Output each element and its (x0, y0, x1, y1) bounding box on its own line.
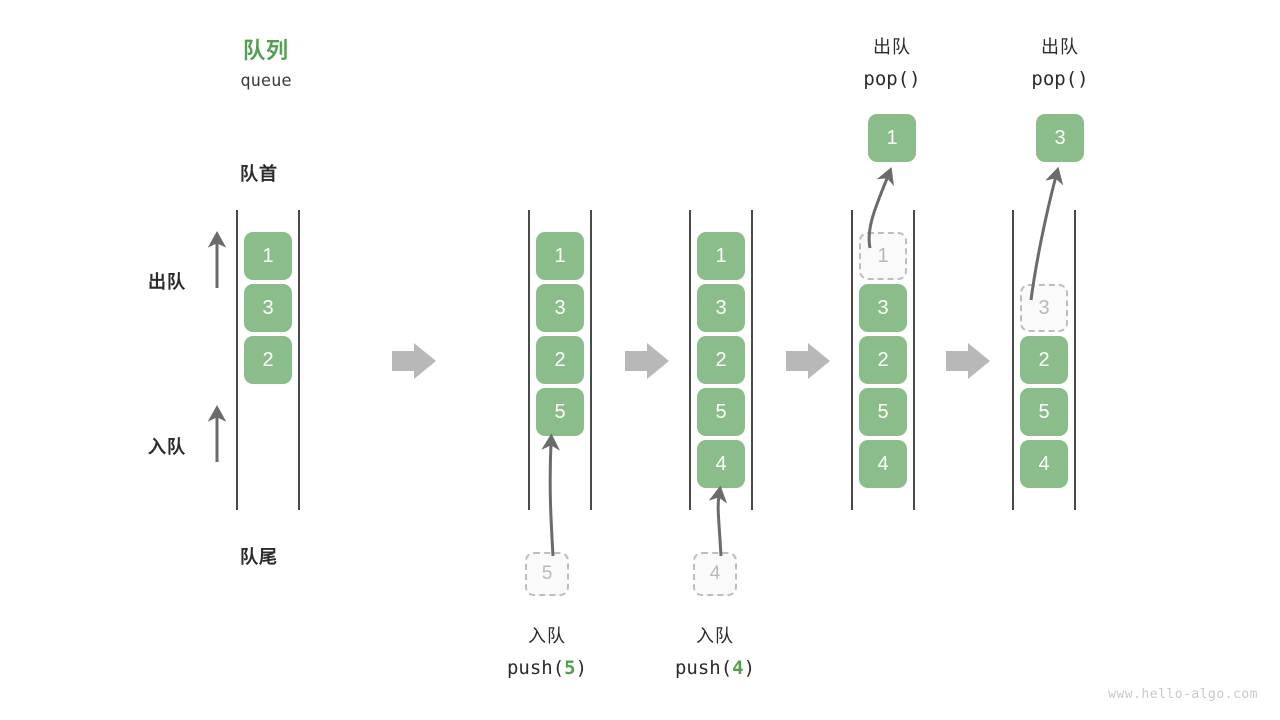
operation-label-code: push(4) (647, 657, 783, 679)
op-code-prefix: pop( (863, 68, 910, 90)
queue-cell: 5 (697, 388, 745, 436)
queue-column-push-5: 1 3 2 5 (528, 210, 592, 510)
dequeue-side-label: 出队 (148, 272, 186, 292)
queue-cell: 2 (536, 336, 584, 384)
queue-cell: 2 (859, 336, 907, 384)
operation-label-cn: 入队 (528, 626, 566, 646)
queue-cell: 4 (1020, 440, 1068, 488)
op-code-number: 5 (564, 657, 576, 679)
queue-cell: 1 (536, 232, 584, 280)
operation-label-cn: 出队 (873, 37, 911, 57)
rail-left (1012, 210, 1014, 510)
operation-label-cn: 入队 (696, 626, 734, 646)
queue-column-pop-1: 1 3 2 5 4 (851, 210, 915, 510)
pending-push-box: 4 (693, 552, 737, 596)
flow-arrow (946, 343, 990, 379)
enqueue-side-label: 入队 (148, 437, 186, 457)
flow-arrow (392, 343, 436, 379)
queue-cell: 5 (1020, 388, 1068, 436)
queue-cell-ghost: 1 (859, 232, 907, 280)
front-label: 队首 (240, 164, 278, 184)
op-code-number: 4 (732, 657, 744, 679)
rail-left (851, 210, 853, 510)
op-code-prefix: pop( (1031, 68, 1078, 90)
queue-cell: 3 (244, 284, 292, 332)
queue-cell: 4 (859, 440, 907, 488)
queue-cell: 3 (859, 284, 907, 332)
queue-cell: 2 (1020, 336, 1068, 384)
operation-label-code: pop() (992, 68, 1128, 90)
pending-push-box: 5 (525, 552, 569, 596)
queue-cell: 3 (536, 284, 584, 332)
queue-cell: 2 (244, 336, 292, 384)
rail-left (528, 210, 530, 510)
diagram-title-cn: 队列 (242, 38, 289, 63)
rear-label: 队尾 (240, 547, 278, 567)
rail-right (913, 210, 915, 510)
flow-arrow (625, 343, 669, 379)
flow-arrow (786, 343, 830, 379)
queue-cell: 2 (697, 336, 745, 384)
diagram-title-en: queue (240, 71, 292, 91)
rail-right (298, 210, 300, 510)
op-code-suffix: ) (575, 657, 588, 679)
queue-column-push-4: 1 3 2 5 4 (689, 210, 753, 510)
queue-cell: 1 (244, 232, 292, 280)
queue-cell: 4 (697, 440, 745, 488)
op-code-prefix: push( (674, 657, 733, 679)
queue-cell: 5 (859, 388, 907, 436)
rail-right (751, 210, 753, 510)
operation-label-code: push(5) (479, 657, 615, 679)
queue-cell: 1 (697, 232, 745, 280)
queue-column-initial: 1 3 2 (236, 210, 300, 510)
rail-left (689, 210, 691, 510)
watermark: www.hello-algo.com (1108, 687, 1258, 702)
popped-value-box: 1 (868, 114, 916, 162)
queue-cell-ghost: 3 (1020, 284, 1068, 332)
op-code-prefix: push( (506, 657, 565, 679)
queue-cell: 3 (697, 284, 745, 332)
rail-left (236, 210, 238, 510)
queue-column-pop-3: 3 2 5 4 (1012, 210, 1076, 510)
queue-cell: 5 (536, 388, 584, 436)
op-code-suffix: ) (1077, 68, 1089, 90)
operation-label-cn: 出队 (1041, 37, 1079, 57)
rail-right (1074, 210, 1076, 510)
op-code-suffix: ) (743, 657, 756, 679)
op-code-suffix: ) (909, 68, 921, 90)
popped-value-box: 3 (1036, 114, 1084, 162)
rail-right (590, 210, 592, 510)
operation-label-code: pop() (824, 68, 960, 90)
